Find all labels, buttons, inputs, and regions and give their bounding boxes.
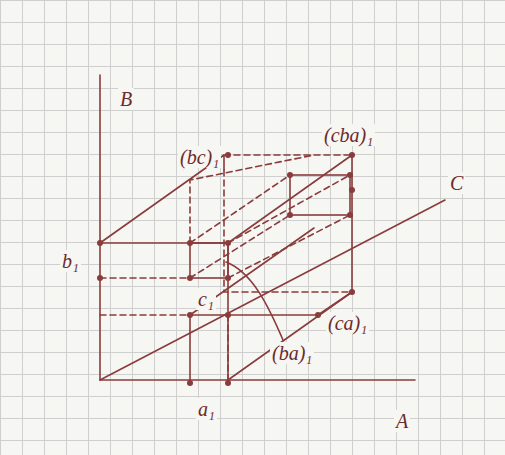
top-face	[100, 155, 352, 243]
point-label: (ba)₁	[270, 342, 314, 364]
point-label: a₁	[196, 398, 217, 420]
small-cube	[290, 175, 350, 215]
leader-line	[226, 262, 283, 340]
point-label: (cba)₁	[322, 124, 375, 146]
point-label: (ca)₁	[326, 312, 369, 334]
axis-a	[100, 379, 415, 381]
front-face	[100, 243, 228, 380]
small-cube	[190, 243, 228, 278]
axis-label: C	[448, 172, 465, 194]
axis-c	[100, 200, 445, 380]
point-label: (bc)₁	[178, 146, 221, 168]
axis-label: A	[394, 410, 410, 432]
point-label: b₁	[60, 250, 81, 272]
axis-label: B	[118, 88, 134, 110]
axis-b	[99, 75, 101, 380]
points	[97, 152, 355, 386]
plane-a	[190, 228, 314, 383]
construction-lines	[100, 155, 352, 383]
point-label: c₁	[196, 288, 216, 310]
